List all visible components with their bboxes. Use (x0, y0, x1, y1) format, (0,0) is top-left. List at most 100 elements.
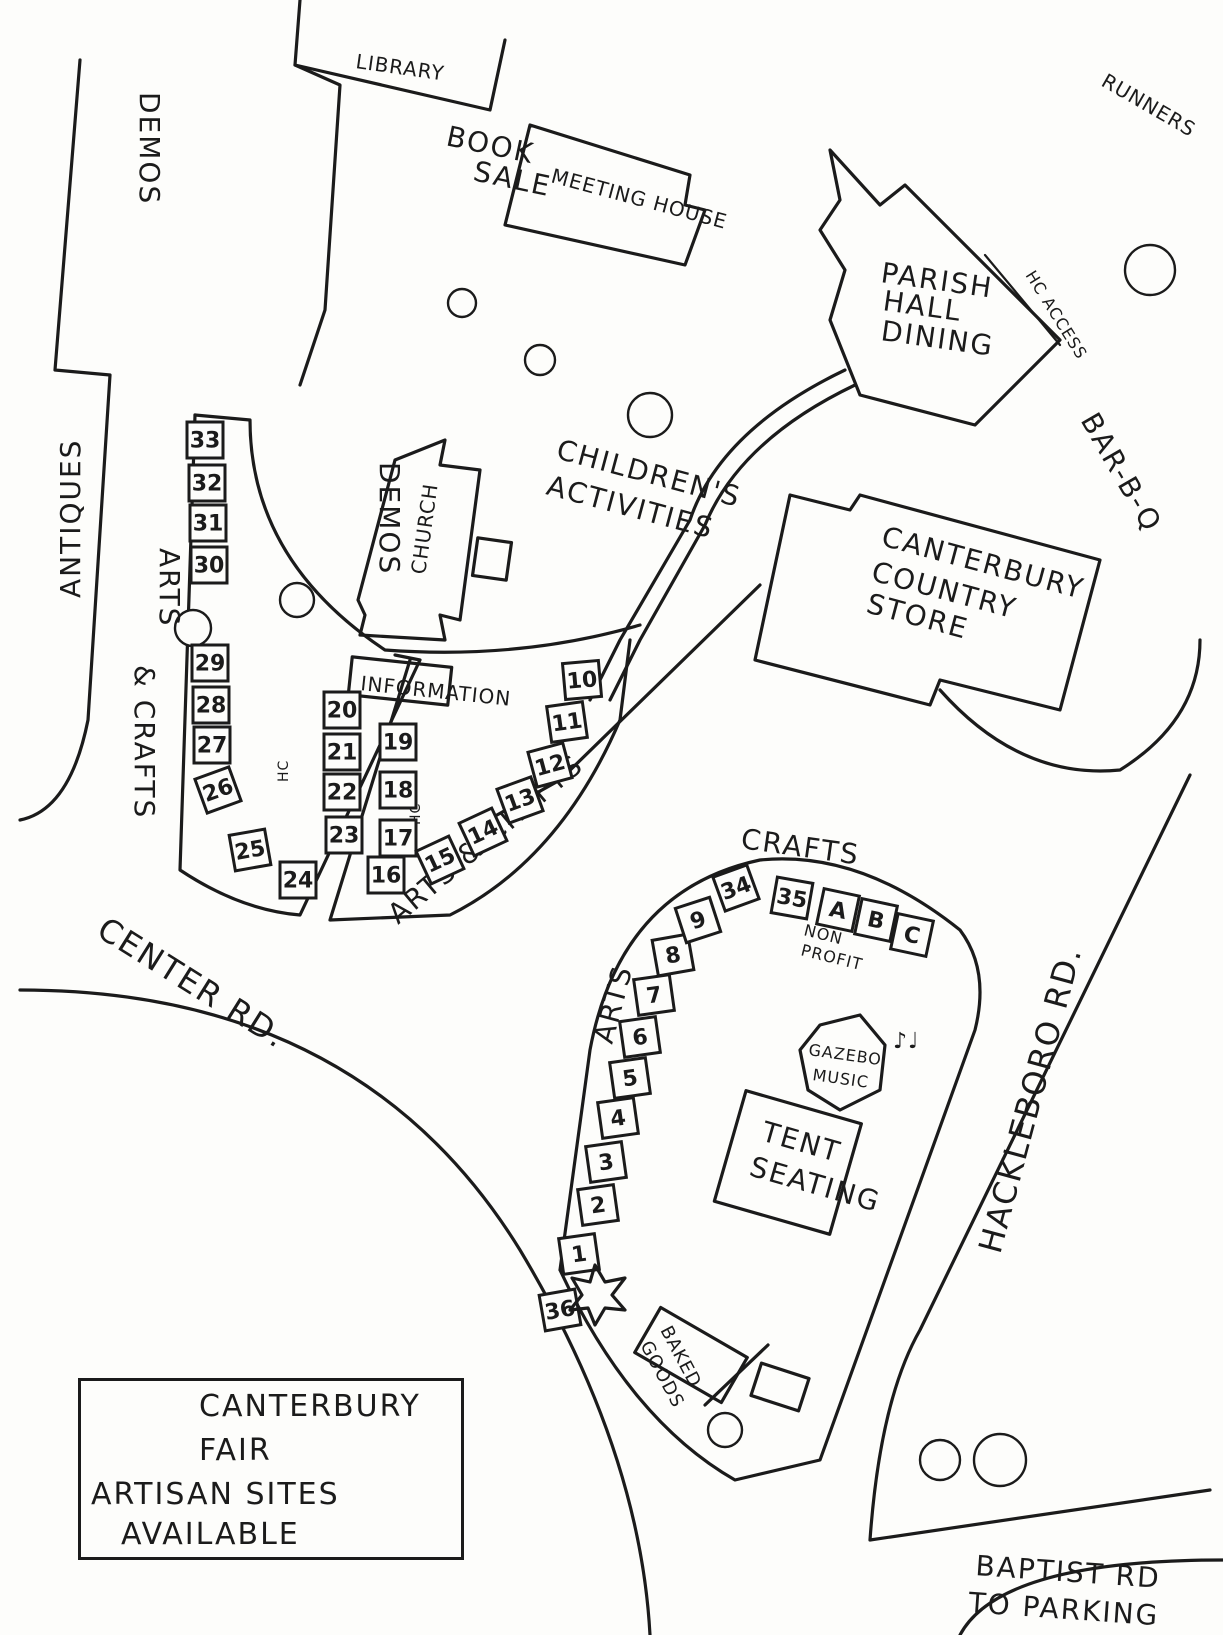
booth-number: 11 (550, 708, 584, 737)
booth-box (378, 722, 418, 762)
booth-27: 27 (192, 725, 232, 765)
booth-number: 25 (233, 836, 268, 866)
booth-number: 24 (283, 869, 314, 894)
booth-box (631, 972, 677, 1018)
booth-number: 29 (195, 652, 226, 677)
booth-box (188, 503, 228, 543)
booth-box (457, 806, 509, 858)
booth-number: 8 (663, 942, 682, 969)
south-area-outline (558, 857, 982, 1482)
legend-title: CANTERBURY (199, 1389, 421, 1424)
west-area-outline (178, 413, 422, 917)
booth-number: 20 (327, 699, 358, 724)
booth-box (322, 732, 362, 772)
trees (173, 243, 1177, 1488)
demos-church-label: DEMOS (373, 462, 406, 575)
booth-number: 22 (327, 781, 358, 806)
booth-number: C (901, 922, 922, 950)
booth-1: 1 (556, 1231, 602, 1277)
demos-boundary-line (293, 63, 342, 387)
booth-number: 30 (194, 554, 225, 579)
music-note-icon: ♪♩ (893, 1029, 919, 1054)
tree-icon (972, 1432, 1028, 1488)
tent-seating (712, 1089, 863, 1236)
runners-label: RUNNERS (1098, 69, 1201, 142)
booth-number: 5 (621, 1066, 640, 1093)
booth-34: 34 (711, 863, 761, 913)
booth-4: 4 (595, 1095, 641, 1141)
tree-icon (1123, 243, 1177, 297)
booth-box (414, 834, 466, 886)
booth-number: 16 (371, 864, 402, 889)
booth-9: 9 (673, 895, 723, 945)
booth-23: 23 (324, 815, 364, 855)
legend-subtitle: FAIR (199, 1433, 272, 1468)
legend-box: CANTERBURY FAIR ARTISAN SITES AVAILABLE (78, 1378, 464, 1560)
buildings: LIBRARY MEETING HOUSE PARISH HALL DINING… (346, 49, 1102, 1413)
booth-number: 6 (631, 1025, 650, 1052)
west-inner-arc (193, 413, 642, 654)
booth-29: 29 (190, 643, 230, 683)
library-outline (293, 0, 507, 112)
booth-box (495, 775, 545, 825)
booth-box (769, 875, 815, 921)
booth-number: 7 (645, 983, 664, 1010)
booth-box (852, 896, 900, 944)
booth-box (544, 699, 590, 745)
booth-C: C (888, 911, 936, 959)
booth-box (278, 860, 318, 900)
center-rd-label: CENTER RD. (91, 910, 294, 1057)
hc-label-1: HC (276, 760, 292, 782)
booth-box (185, 420, 225, 460)
booth-box (526, 741, 574, 789)
booth-32: 32 (187, 463, 227, 503)
booth-box (888, 911, 936, 959)
booth-number: 9 (687, 907, 709, 936)
booth-box (227, 827, 273, 873)
west-boundary-line (18, 58, 112, 822)
legend-note-1: ARTISAN SITES (91, 1477, 340, 1512)
booth-box (322, 690, 362, 730)
booth-2: 2 (575, 1182, 621, 1228)
starburst-icon (568, 1263, 627, 1327)
booth-21: 21 (322, 732, 362, 772)
antiques-label: ANTIQUES (54, 439, 87, 598)
booth-box (193, 765, 243, 815)
booth-16: 16 (366, 855, 406, 895)
booth-number: A (827, 897, 849, 925)
arts-crafts-west-label-1: ARTS (153, 548, 186, 627)
booth-box (814, 886, 862, 934)
booth-10: 10 (560, 658, 604, 702)
booth-13: 13 (495, 775, 545, 825)
booth-number: 17 (383, 827, 414, 852)
tree-icon (706, 1411, 744, 1449)
legend-note-2: AVAILABLE (121, 1517, 300, 1552)
booth-number: 28 (196, 694, 227, 719)
church-annex (470, 536, 514, 582)
booth-box (575, 1182, 621, 1228)
booth-number: B (865, 907, 887, 935)
booth-28: 28 (191, 685, 231, 725)
gazebo (798, 1013, 887, 1112)
booth-box (673, 895, 723, 945)
booth-number: 4 (609, 1106, 628, 1133)
booth-number: 3 (597, 1150, 616, 1177)
booth-box (560, 658, 604, 702)
crafts-south-label: CRAFTS (739, 822, 862, 871)
church-building (356, 438, 482, 642)
booth-box (650, 932, 696, 978)
booth-box (324, 815, 364, 855)
library-label: LIBRARY (354, 49, 446, 85)
arts-crafts-west-label-2: & CRAFTS (128, 665, 161, 819)
booth-7: 7 (631, 972, 677, 1018)
booth-box (187, 463, 227, 503)
country-store-building (753, 493, 1102, 712)
store-road-edge (938, 638, 1202, 773)
booth-30: 30 (189, 545, 229, 585)
booth-24: 24 (278, 860, 318, 900)
tree-icon (446, 287, 478, 319)
booth-number: 33 (190, 429, 221, 454)
hackleboro-rd-edge (868, 773, 1212, 1542)
booth-number: 35 (775, 884, 810, 914)
